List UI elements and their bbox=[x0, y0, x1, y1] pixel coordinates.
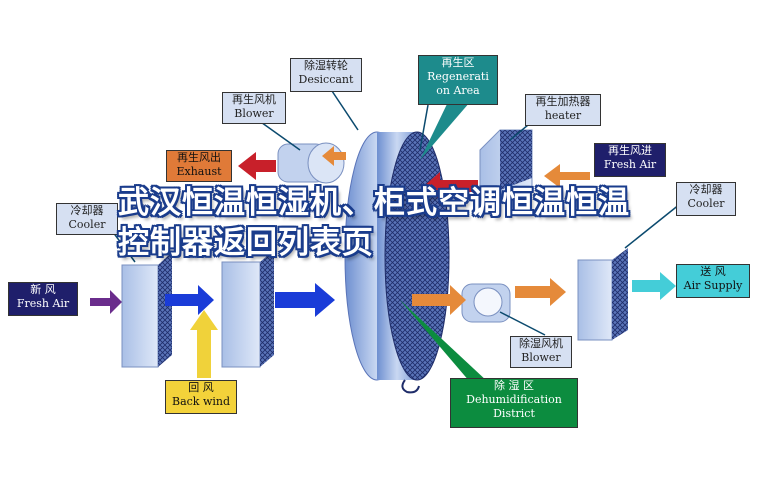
arrow-back-wind bbox=[190, 310, 218, 378]
arrow-dehum-out bbox=[412, 285, 466, 315]
cooler-right-unit bbox=[577, 248, 628, 341]
arrow-fresh-air bbox=[90, 290, 122, 314]
cooler-left-unit bbox=[121, 252, 172, 368]
arrow-air-supply bbox=[632, 272, 676, 300]
arrow-regen-exhaust bbox=[238, 152, 276, 180]
arrow-fresh-air-regen bbox=[544, 164, 590, 188]
regen-blower-unit bbox=[277, 142, 345, 184]
regen-heater-unit bbox=[479, 129, 533, 211]
dehum-pointer bbox=[400, 300, 488, 382]
arrow-to-cooler-right bbox=[515, 278, 566, 306]
arrow-cooler-out bbox=[165, 285, 214, 315]
dehum-blower-unit bbox=[461, 283, 511, 323]
arrow-heater-to-wheel bbox=[424, 172, 478, 200]
desiccant-wheel bbox=[344, 131, 450, 394]
arrow-regen-to-blower bbox=[322, 146, 346, 166]
overlay-title-link[interactable]: 武汉恒温恒湿机、柜式空调恒温恒温控制器返回列表页 bbox=[118, 185, 630, 261]
regen-area-pointer bbox=[420, 102, 470, 160]
arrow-to-wheel bbox=[275, 283, 335, 317]
filter-unit bbox=[221, 250, 274, 368]
